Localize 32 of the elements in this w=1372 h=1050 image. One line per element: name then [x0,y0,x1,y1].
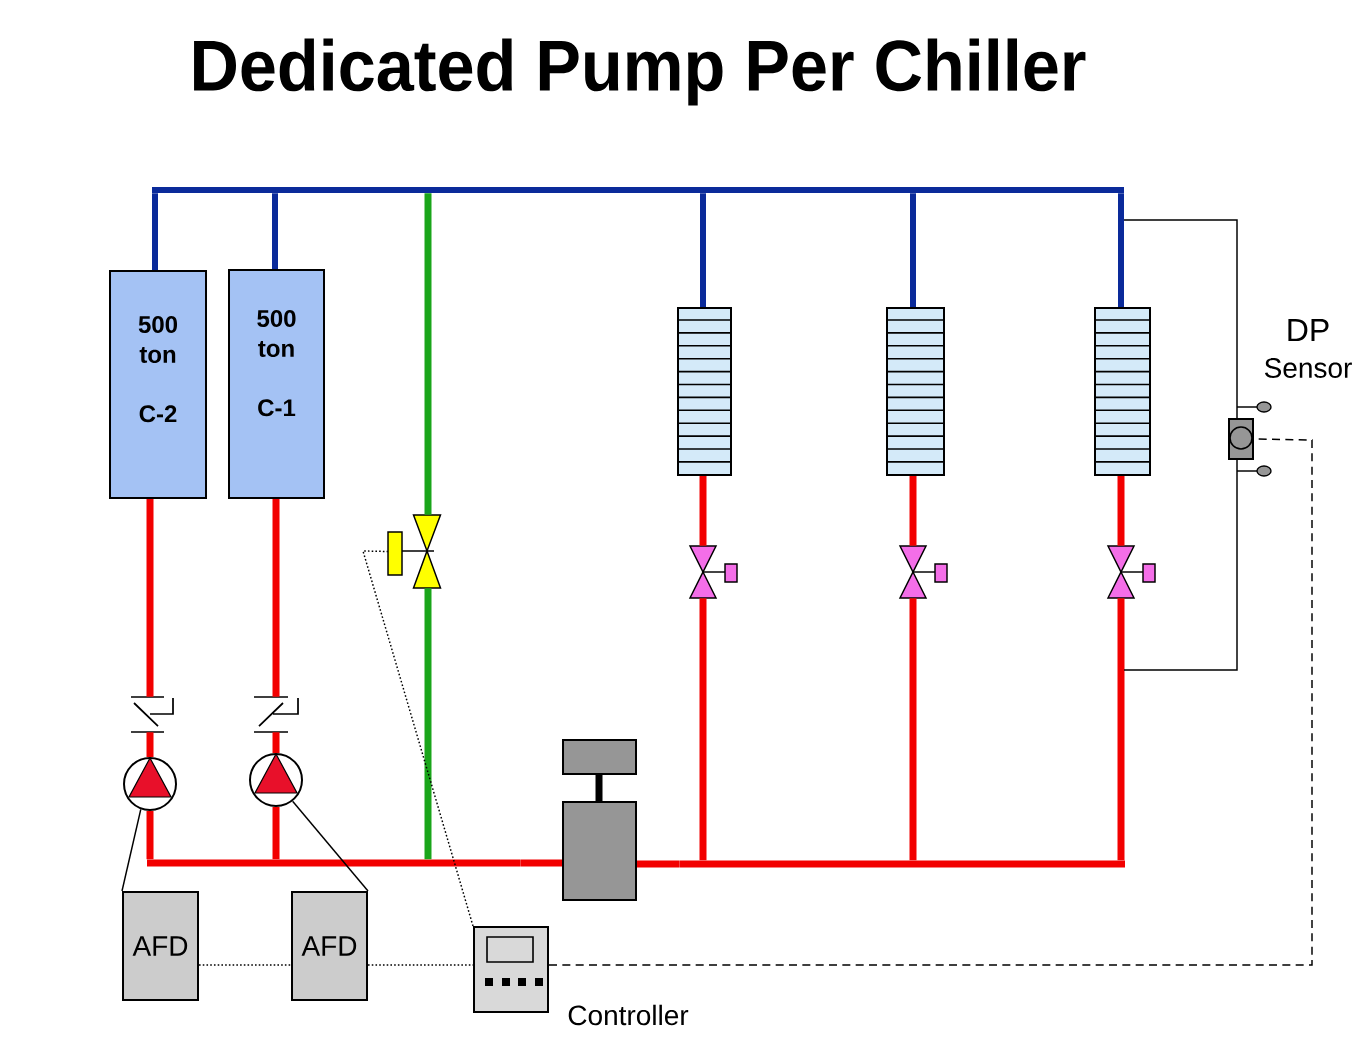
supply-pipe [152,193,158,270]
controller-box [473,926,549,1013]
drive-box: AFD [291,891,368,1001]
sensing-line [1123,459,1238,671]
bypass-valve [387,514,442,589]
sensing-line [1123,219,1238,419]
device-label: Controller [568,1004,689,1026]
supply-pipe [272,193,278,269]
supply-pipe [700,193,706,307]
coil [1094,307,1151,476]
power-cable [291,800,369,892]
coil [677,307,732,476]
return-header [147,859,520,867]
device-label: Sensor [1264,358,1352,378]
supply-pipe [910,193,916,307]
coil [886,307,945,476]
device-label: DP [1288,319,1329,341]
pressure-sensor [1228,418,1254,460]
check-valve [253,696,299,733]
check-valve [130,696,174,733]
title: Dedicated Pump Per Chiller [194,38,1086,106]
signal-line [548,438,1313,966]
flow-meter [562,739,637,901]
signal-line [362,550,474,927]
drive-box: AFD [122,891,199,1001]
supply-pipe [1118,193,1124,307]
chiller: 500 ton C-1 [228,269,325,499]
supply-header [152,187,1124,193]
power-cable [121,808,142,892]
return-header [680,860,1125,868]
chiller: 500 ton C-2 [109,270,207,499]
signal-line [198,964,292,966]
